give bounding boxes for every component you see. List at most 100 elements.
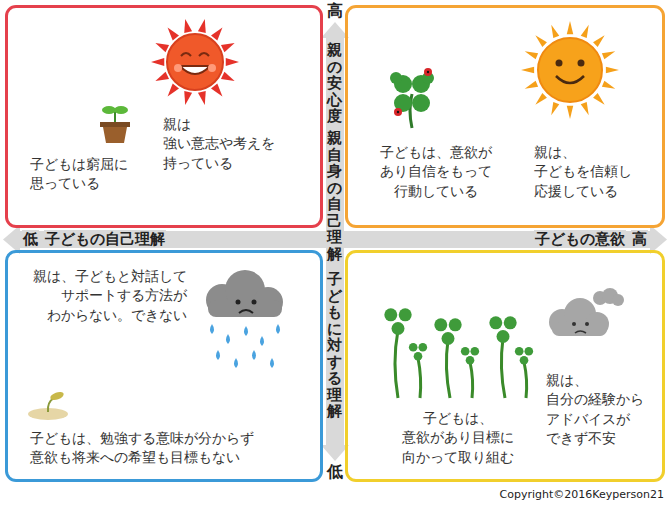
clover-leaves [390,72,434,112]
quadrant-box: 親は 強い意志や考えを 持っている子どもは窮屈に 思っている [5,5,323,228]
cloud-eye [236,300,241,305]
pot [103,127,127,143]
copyright-note: Copyright©2016Keyperson21 [500,488,664,501]
clover-leaves [384,308,533,364]
quadrant-text: 親は、子どもと対話して サポートする方法が わからない。できない [30,267,187,325]
sun-ray [551,102,559,115]
clover-leaf [392,322,405,335]
axis-label: 親自身の自己理解 [327,130,342,262]
cloud-eye [572,322,576,326]
rain-cloud [206,270,283,317]
sun-ray [155,72,169,81]
sun-eyes [181,53,209,56]
seedling-leaf [102,106,116,114]
sun-ray [211,84,222,97]
quadrant-text: 親は、 子どもを信頼し 応援している [534,143,635,201]
clover-stems [395,330,527,398]
cloud-eye [585,322,589,326]
sun-ray [226,58,239,66]
rain-drop [252,350,256,360]
rain-drop [226,334,230,344]
ladybug-spot [427,71,429,73]
quadrant-box: 親は、子どもと対話して サポートする方法が わからない。できない子どもは、勉強す… [5,250,323,482]
sun-ray [525,81,538,89]
sun-ray [184,91,192,105]
sun-ray [606,67,619,73]
quadrant-text: 子どもは窮屈に 思っている [30,155,131,194]
cloud-eye [252,300,257,305]
sun-ray [581,102,589,115]
sun-ray [151,58,164,66]
sun-ray [521,67,534,73]
quadrant-text: 親は、 自分の経験から アドバイスが できず不安 [546,371,647,448]
sun-cheek [208,64,216,72]
clover-leaf [442,332,455,345]
clover-leaf [418,343,427,352]
quadrant-box: 親は、 自分の経験から アドバイスが できず不安子どもは、 意欲があり目標に 向… [345,250,665,482]
axis-label: 高 [327,2,343,20]
vertical-axis [326,38,344,445]
sun-ray [155,43,169,52]
clover-leaf [409,343,418,352]
clover-leaf [384,308,397,321]
sun-rays [151,19,239,105]
sun-ray [602,51,615,59]
clover-leaf [461,347,470,356]
sun-eye [556,60,563,67]
rain-drop [244,326,248,336]
clover-leaf [497,330,510,343]
sun-ray [221,43,235,52]
rain-drop [276,324,280,334]
sun-ray [211,28,222,41]
sun-ray [184,19,192,33]
clover-leaf [470,347,479,356]
clover-leaf [434,318,447,331]
quadrant-text: 子どもは、 意欲があり目標に 向かって取り組む [400,409,515,467]
sun-ray [198,19,206,33]
rain-drop [260,336,264,346]
ladybug-spot [397,111,399,113]
axis-label: 子どもに対する理解 [327,271,342,420]
sun-ray [581,25,589,38]
sun-ray [551,25,559,38]
sun-ray [535,93,547,105]
sun-ray [602,81,615,89]
ladybug [394,108,402,116]
axis-label: 子どもの自己理解 [44,230,166,248]
rain-drop [210,324,214,334]
clover-leaf [399,308,412,321]
sun-ray [198,91,206,105]
cloud-frown [239,310,253,313]
sun-ray [221,72,235,81]
axis-label: 低 [327,463,343,481]
clover-leaf [449,318,462,331]
axis-label: 親の安心度 [327,42,342,125]
axis-label: 高 [631,230,648,248]
sun-smile [556,76,584,83]
pot-rim [100,122,130,127]
sun-ray [525,51,538,59]
sun-smile [180,66,210,74]
ladybug [424,68,432,76]
sprout-leaf [49,390,65,401]
axis-label: 低 [22,230,39,248]
clover-leaf [489,316,502,329]
clover-leaf [414,352,423,361]
cloud-frown [575,331,586,333]
sun-eye [578,60,585,67]
sun-ray [593,35,605,47]
axis-label: 子どもの意欲 [534,230,626,248]
worry-cloud [549,288,624,336]
rain-drops [210,324,280,368]
sun [167,34,223,90]
sprout-stem [48,398,54,412]
sun-ray [567,21,573,34]
rain-drop [270,358,274,368]
quadrant-text: 子どもは、勉強する意味が分からず 意欲も将来への希望も目標もない [30,429,257,468]
sun-cheek [174,64,182,72]
clover-leaf [524,347,533,356]
clover-leaf [504,316,517,329]
sun-ray [535,35,547,47]
sun-ray [168,84,179,97]
sun-rays [521,21,619,119]
